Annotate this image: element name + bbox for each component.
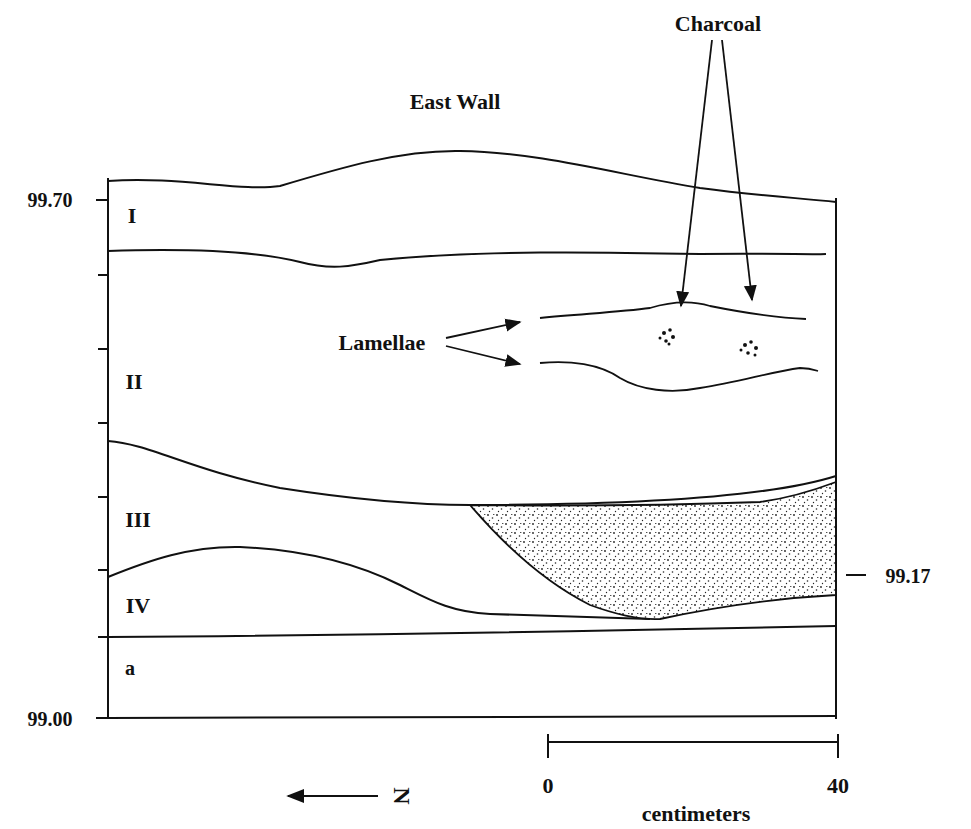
charcoal-fleck — [659, 328, 759, 356]
axis-ticks — [96, 200, 108, 718]
base-line — [108, 716, 836, 718]
stratum-number: III — [125, 509, 151, 531]
leader-arrow — [681, 40, 712, 306]
stratum-boundary — [108, 250, 826, 267]
leader-arrow — [722, 40, 752, 300]
pit-fill — [470, 482, 836, 619]
leader-arrow — [446, 322, 520, 338]
callout-label: Charcoal — [675, 13, 761, 35]
stratum-boundary — [108, 441, 836, 505]
north-arrow — [288, 795, 378, 797]
elevation-value: 99.00 — [28, 709, 73, 729]
ground-surface — [108, 151, 836, 202]
stratum-boundary — [108, 626, 836, 637]
elevation-value: 99.17 — [886, 566, 931, 586]
stratum-number: II — [125, 371, 142, 393]
stratum-number: I — [128, 205, 137, 227]
scale-bar — [548, 734, 838, 758]
lamella-line — [540, 362, 818, 391]
stratum-letter: a — [125, 658, 135, 678]
north-letter: N — [390, 787, 414, 804]
scale-value: 0 — [543, 775, 554, 797]
callout-label: Lamellae — [339, 332, 426, 354]
elevation-value: 99.70 — [28, 190, 73, 210]
leader-arrow — [446, 346, 520, 364]
right-edge — [835, 198, 837, 719]
wall-title: East Wall — [410, 91, 501, 113]
elevation-dash — [846, 574, 866, 576]
lamella-line — [540, 302, 806, 319]
stratum-number: IV — [126, 595, 150, 617]
scale-value: 40 — [827, 775, 849, 797]
scale-unit: centimeters — [642, 803, 751, 825]
